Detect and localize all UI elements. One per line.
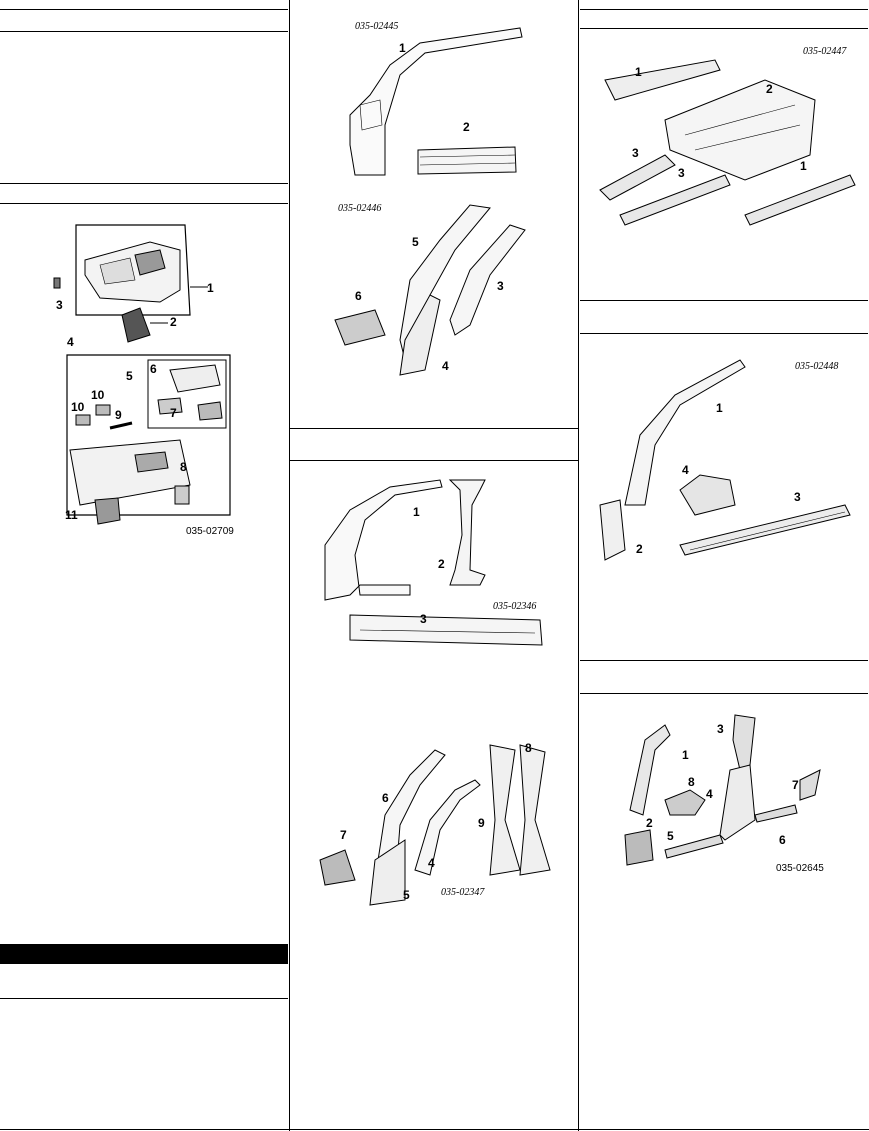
rule [0, 9, 288, 10]
figure-code: 035-02709 [186, 526, 234, 537]
callout-3a: 3 [632, 146, 639, 160]
callout-9: 9 [115, 408, 122, 422]
callout-11: 11 [65, 508, 78, 522]
callout-7: 7 [792, 778, 799, 792]
callout-1: 1 [413, 505, 420, 519]
callout-2: 2 [636, 542, 643, 556]
figure-code: 035-02347 [441, 887, 485, 898]
rule [0, 203, 288, 204]
callout-8: 8 [180, 460, 187, 474]
rule [580, 300, 868, 301]
floor-figure [595, 55, 860, 230]
rule [0, 998, 288, 999]
callout-7: 7 [170, 406, 177, 420]
callout-3: 3 [56, 298, 63, 312]
section-bar [0, 944, 288, 964]
callout-6: 6 [382, 791, 389, 805]
callout-7: 7 [340, 828, 347, 842]
callout-2: 2 [766, 82, 773, 96]
callout-3: 3 [794, 490, 801, 504]
callout-4: 4 [442, 359, 449, 373]
column-divider-1 [289, 0, 290, 1131]
rule [290, 428, 578, 429]
callout-6: 6 [150, 362, 157, 376]
callout-6: 6 [779, 833, 786, 847]
callout-1: 1 [207, 281, 214, 295]
rule [580, 9, 868, 10]
callout-1: 1 [399, 41, 406, 55]
callout-5: 5 [126, 369, 133, 383]
callout-1: 1 [682, 748, 689, 762]
rule [580, 333, 868, 334]
callout-4: 4 [706, 787, 713, 801]
pillar-figure-b [330, 200, 530, 385]
rule [580, 28, 868, 29]
figure-code: 035-02645 [776, 863, 824, 874]
callout-1: 1 [635, 65, 642, 79]
callout-3: 3 [717, 722, 724, 736]
callout-2: 2 [646, 816, 653, 830]
callout-10b: 10 [71, 400, 85, 414]
callout-1b: 1 [800, 159, 807, 173]
callout-4: 4 [682, 463, 689, 477]
callout-6: 6 [355, 289, 362, 303]
figure-code: 035-02446 [338, 203, 382, 214]
callout-8: 8 [525, 741, 532, 755]
callout-3: 3 [420, 612, 427, 626]
callout-4: 4 [428, 856, 435, 870]
side-figure-a [320, 475, 550, 655]
page-bottom-rule [0, 1129, 869, 1130]
rule [580, 693, 868, 694]
side-figure-b [315, 740, 555, 910]
callout-3: 3 [497, 279, 504, 293]
callout-10a: 10 [91, 388, 105, 402]
callout-8: 8 [688, 775, 695, 789]
column-divider-2 [578, 0, 579, 1131]
figure-code: 035-02448 [795, 361, 839, 372]
trim-figure-a [595, 355, 860, 570]
figure-code: 035-02346 [493, 601, 537, 612]
console-figure [40, 220, 280, 540]
callout-5: 5 [412, 235, 419, 249]
figure-code: 035-02445 [355, 21, 399, 32]
callout-3b: 3 [678, 166, 685, 180]
callout-2: 2 [170, 315, 177, 329]
callout-5: 5 [403, 888, 410, 902]
callout-4: 4 [67, 335, 74, 349]
callout-1: 1 [716, 401, 723, 415]
rule [0, 31, 288, 32]
rule [0, 183, 288, 184]
callout-2: 2 [438, 557, 445, 571]
rule [580, 660, 868, 661]
trim-figure-b [615, 710, 830, 870]
pillar-figure-a [340, 25, 530, 180]
callout-9: 9 [478, 816, 485, 830]
rule [290, 460, 578, 461]
figure-code: 035-02447 [803, 46, 847, 57]
callout-5: 5 [667, 829, 674, 843]
callout-2: 2 [463, 120, 470, 134]
